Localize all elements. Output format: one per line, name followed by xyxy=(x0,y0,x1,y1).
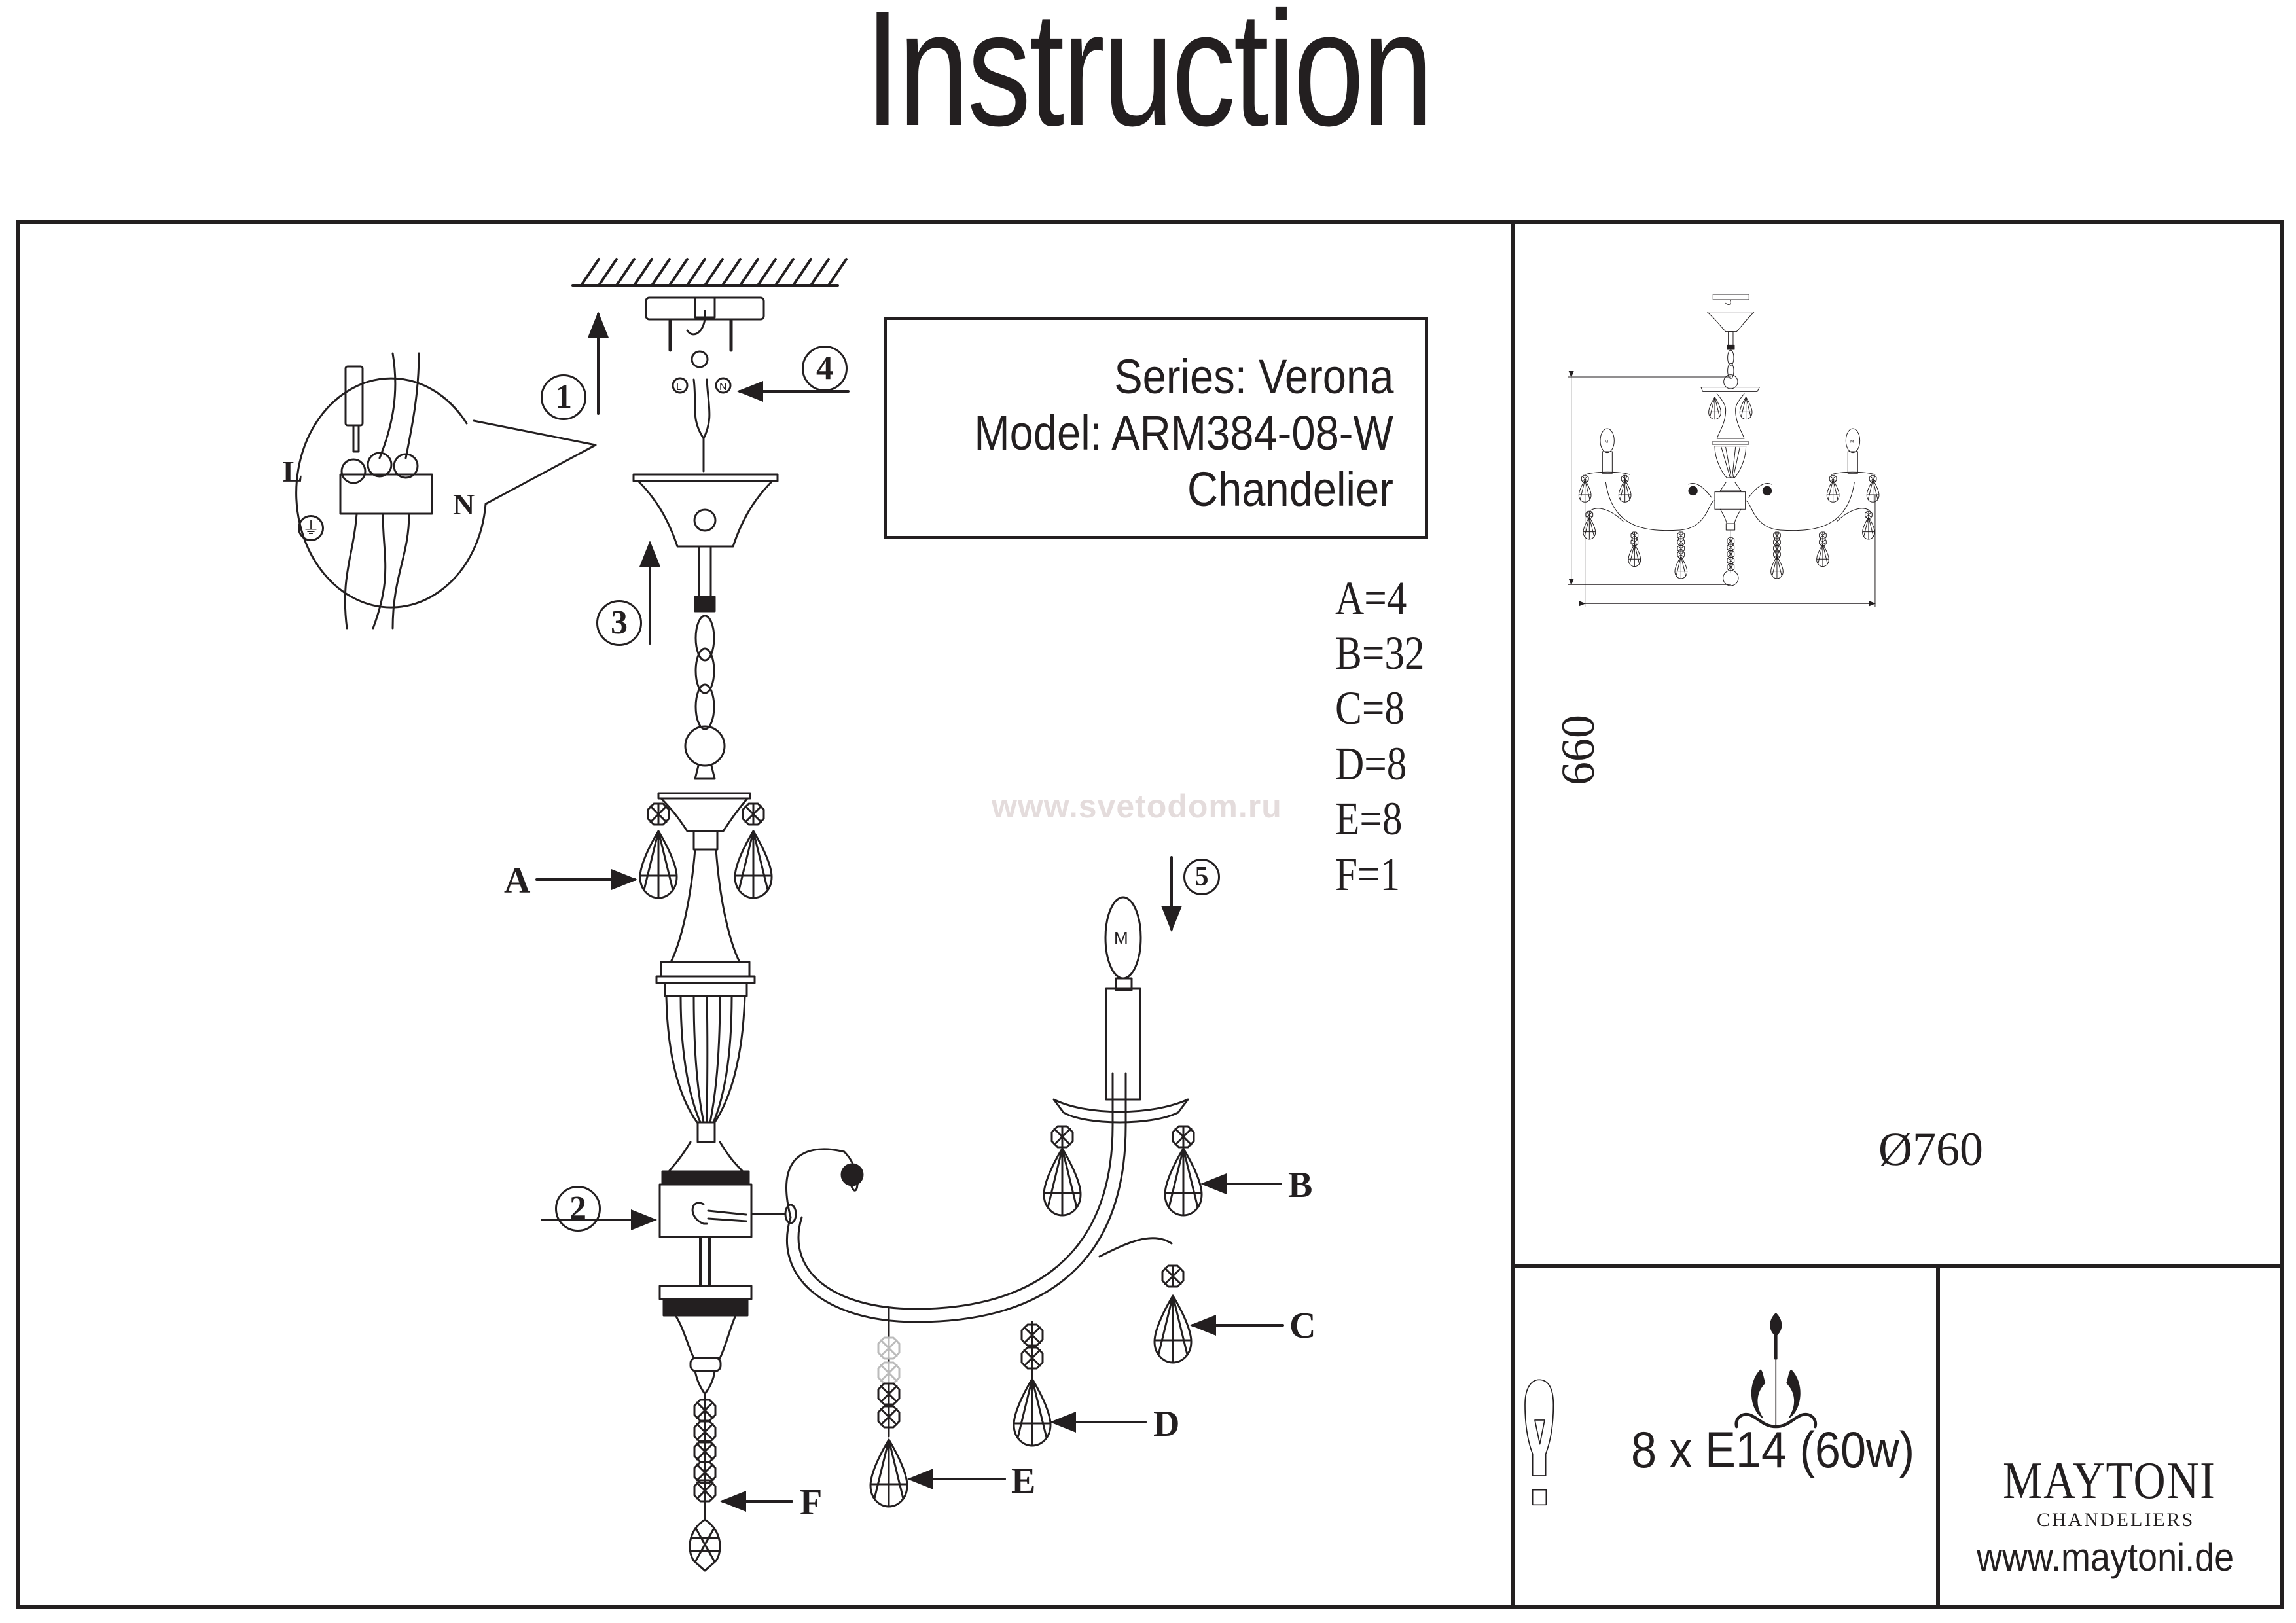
part-c-crystal xyxy=(1153,1264,1193,1364)
panel-divider-horizontal xyxy=(1511,1264,2280,1268)
step-3-marker: 3 xyxy=(596,600,642,646)
parts-count-f: F=1 xyxy=(1335,848,1401,901)
svg-text:M: M xyxy=(1850,440,1854,444)
candle-arm: M xyxy=(750,896,1189,1323)
part-label-d: D xyxy=(1153,1404,1180,1444)
svg-text:N: N xyxy=(719,382,727,393)
chandelier-overview: M M xyxy=(1568,294,1880,607)
parts-count-c: C=8 xyxy=(1335,682,1405,734)
part-d-crystal xyxy=(1013,1321,1052,1447)
document-title: Instruction xyxy=(865,0,1433,160)
part-label-a: A xyxy=(504,861,531,901)
central-column xyxy=(655,792,756,1395)
part-label-f: F xyxy=(800,1482,823,1523)
model-label: Model: ARM384-08-W xyxy=(974,406,1393,460)
canopy xyxy=(632,473,779,613)
mounting-bracket xyxy=(645,296,765,352)
chain xyxy=(684,615,726,780)
parts-count-a: A=4 xyxy=(1335,572,1407,624)
svg-text:M: M xyxy=(1114,928,1128,948)
footer-divider-vertical xyxy=(1936,1264,1940,1605)
bulb-spec: 8 x E14 (60w) xyxy=(1631,1421,1915,1478)
svg-text:L: L xyxy=(676,382,682,393)
step-5-marker: 5 xyxy=(1183,859,1220,895)
parts-count-b: B=32 xyxy=(1335,627,1425,679)
wire-live-label: L xyxy=(283,455,303,488)
panel-divider-vertical xyxy=(1511,220,1515,1605)
step-4-marker: 4 xyxy=(802,346,848,391)
step-1-marker: 1 xyxy=(541,374,586,420)
wire-neutral-label: N xyxy=(453,488,475,521)
earth-ground-icon: ⏚ xyxy=(298,515,324,541)
ceiling-hatch xyxy=(571,258,848,287)
product-type-label: Chandelier xyxy=(1187,462,1393,516)
part-a-crystals xyxy=(639,802,773,899)
parts-count-d: D=8 xyxy=(1335,738,1407,790)
instruction-frame xyxy=(16,220,2284,1609)
brand-name: MAYTONI xyxy=(2003,1452,2216,1510)
diameter-dimension: Ø760 xyxy=(1878,1123,1983,1175)
product-info-box: Series: Verona Model: ARM384-08-W Chande… xyxy=(884,317,1428,539)
svg-text:M: M xyxy=(1605,440,1609,444)
part-f-pendant xyxy=(689,1393,721,1572)
part-label-b: B xyxy=(1288,1165,1313,1205)
part-label-c: C xyxy=(1289,1306,1316,1346)
chandelier-ornament-icon xyxy=(1734,1312,1818,1429)
ceiling-wires: L N xyxy=(672,350,732,473)
part-e-crystal xyxy=(869,1308,908,1508)
series-label: Series: Verona xyxy=(1113,349,1393,404)
part-label-e: E xyxy=(1011,1461,1036,1501)
height-dimension: 660 xyxy=(1552,715,1604,785)
watermark: www.svetodom.ru xyxy=(992,788,1282,825)
brand-tagline: CHANDELIERS xyxy=(2037,1509,2195,1531)
parts-count-e: E=8 xyxy=(1335,793,1403,845)
light-bulb-icon xyxy=(1524,1379,1554,1506)
brand-url[interactable]: www.maytoni.de xyxy=(1977,1535,2234,1579)
step-2-marker: 2 xyxy=(555,1186,601,1232)
